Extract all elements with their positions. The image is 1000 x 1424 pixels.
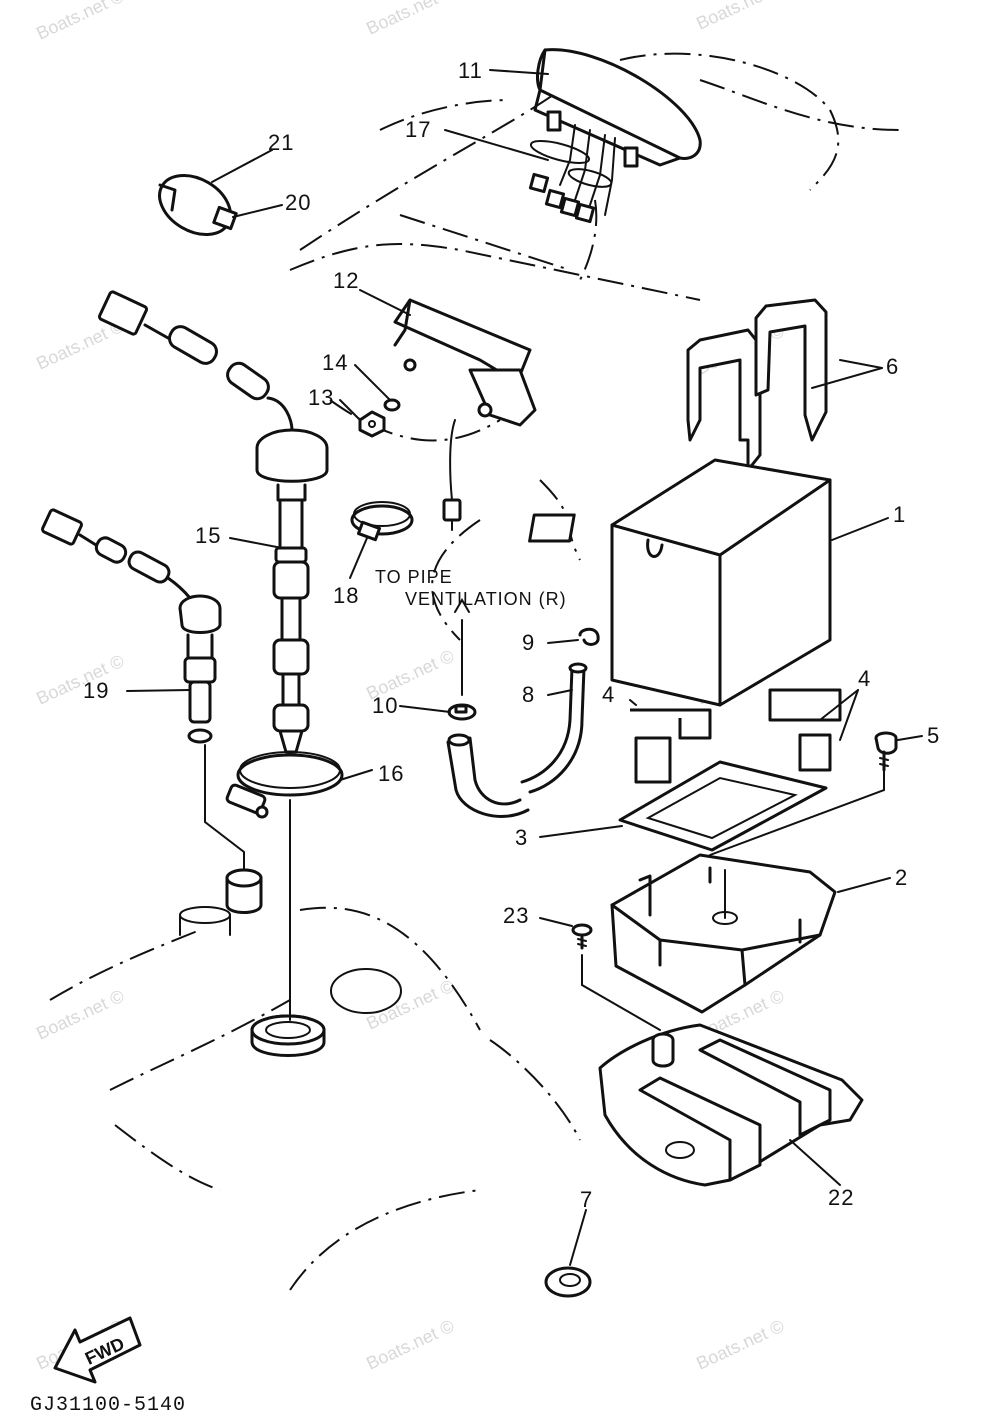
callout-14: 14: [322, 350, 348, 375]
callout-19: 19: [83, 678, 109, 703]
drawing-code: GJ31100-5140: [30, 1394, 186, 1417]
part-19-sensor: [41, 508, 222, 744]
assembly-lines-left: [204, 598, 470, 1021]
note-line-2: VENTILATION (R): [405, 589, 567, 609]
part-10-hose-clamp: [447, 703, 477, 721]
vent-note: TO PIPE VENTILATION (R): [375, 567, 567, 609]
callout-18: 18: [333, 583, 359, 608]
part-18-clamp: [350, 501, 414, 542]
watermark: Boats.net ©: [33, 0, 127, 44]
callout-numbers: 11 17 21 20 12 14 13 15 18 19 16 6 1 9 8…: [83, 58, 940, 1212]
part-11-meter: [528, 48, 702, 224]
callout-17: 17: [405, 117, 431, 142]
part-8-vent-hose: [446, 662, 588, 818]
part-3-mat: [618, 760, 828, 852]
part-2-battery-box: [610, 853, 837, 1014]
part-23-screw: [571, 923, 593, 950]
callout-12: 12: [333, 268, 359, 293]
watermark: Boats.net ©: [363, 976, 457, 1034]
part-22-base: [598, 1023, 864, 1187]
small-connector: [442, 419, 462, 531]
part-16-band-clamp: [225, 751, 344, 819]
meter-terminal: [623, 146, 639, 168]
callout-13: 13: [308, 385, 334, 410]
meter-terminal: [546, 110, 562, 132]
callout-22: 22: [828, 1185, 854, 1210]
callout-6: 6: [886, 354, 899, 379]
tank-and-grommets: [179, 868, 402, 1057]
part-15-sensor-lead: [98, 290, 329, 754]
callout-4a: 4: [602, 682, 615, 707]
callout-20: 20: [285, 190, 311, 215]
watermark: Boats.net ©: [693, 1316, 787, 1374]
part-14-washer: [383, 398, 401, 412]
part-20-clamp: [212, 205, 238, 231]
callout-11: 11: [458, 58, 483, 83]
callout-10: 10: [372, 693, 398, 718]
callout-23: 23: [503, 903, 529, 928]
callout-8: 8: [522, 682, 535, 707]
part-1-battery: [528, 458, 832, 707]
part-12-bracket: [393, 298, 537, 427]
callout-3: 3: [515, 825, 528, 850]
callout-7: 7: [580, 1187, 593, 1212]
callout-16: 16: [378, 761, 404, 786]
callout-9: 9: [522, 630, 535, 655]
watermark: Boats.net ©: [363, 1316, 457, 1374]
callout-4b: 4: [858, 666, 871, 691]
part-17-harness: [529, 140, 613, 188]
part-21-band: [158, 174, 232, 236]
part-13-nut: [358, 410, 386, 438]
callout-5: 5: [927, 723, 940, 748]
callout-21: 21: [268, 130, 294, 155]
assembly-lines-right: [581, 769, 885, 1031]
callout-15: 15: [195, 523, 221, 548]
part-6-straps: [686, 298, 828, 472]
note-line-1: TO PIPE: [375, 567, 453, 587]
callout-2: 2: [895, 865, 908, 890]
watermark: Boats.net ©: [33, 651, 127, 709]
callout-1: 1: [893, 502, 906, 527]
leader-lines: [126, 69, 923, 1266]
watermark: Boats.net ©: [363, 0, 457, 39]
part-7-grommet: [544, 1266, 592, 1298]
part-9-clip: [578, 627, 600, 646]
watermark: Boats.net ©: [33, 986, 127, 1044]
watermark: Boats.net ©: [693, 0, 787, 34]
part-4-pads: [630, 688, 842, 784]
part-5-bolt: [874, 731, 898, 772]
